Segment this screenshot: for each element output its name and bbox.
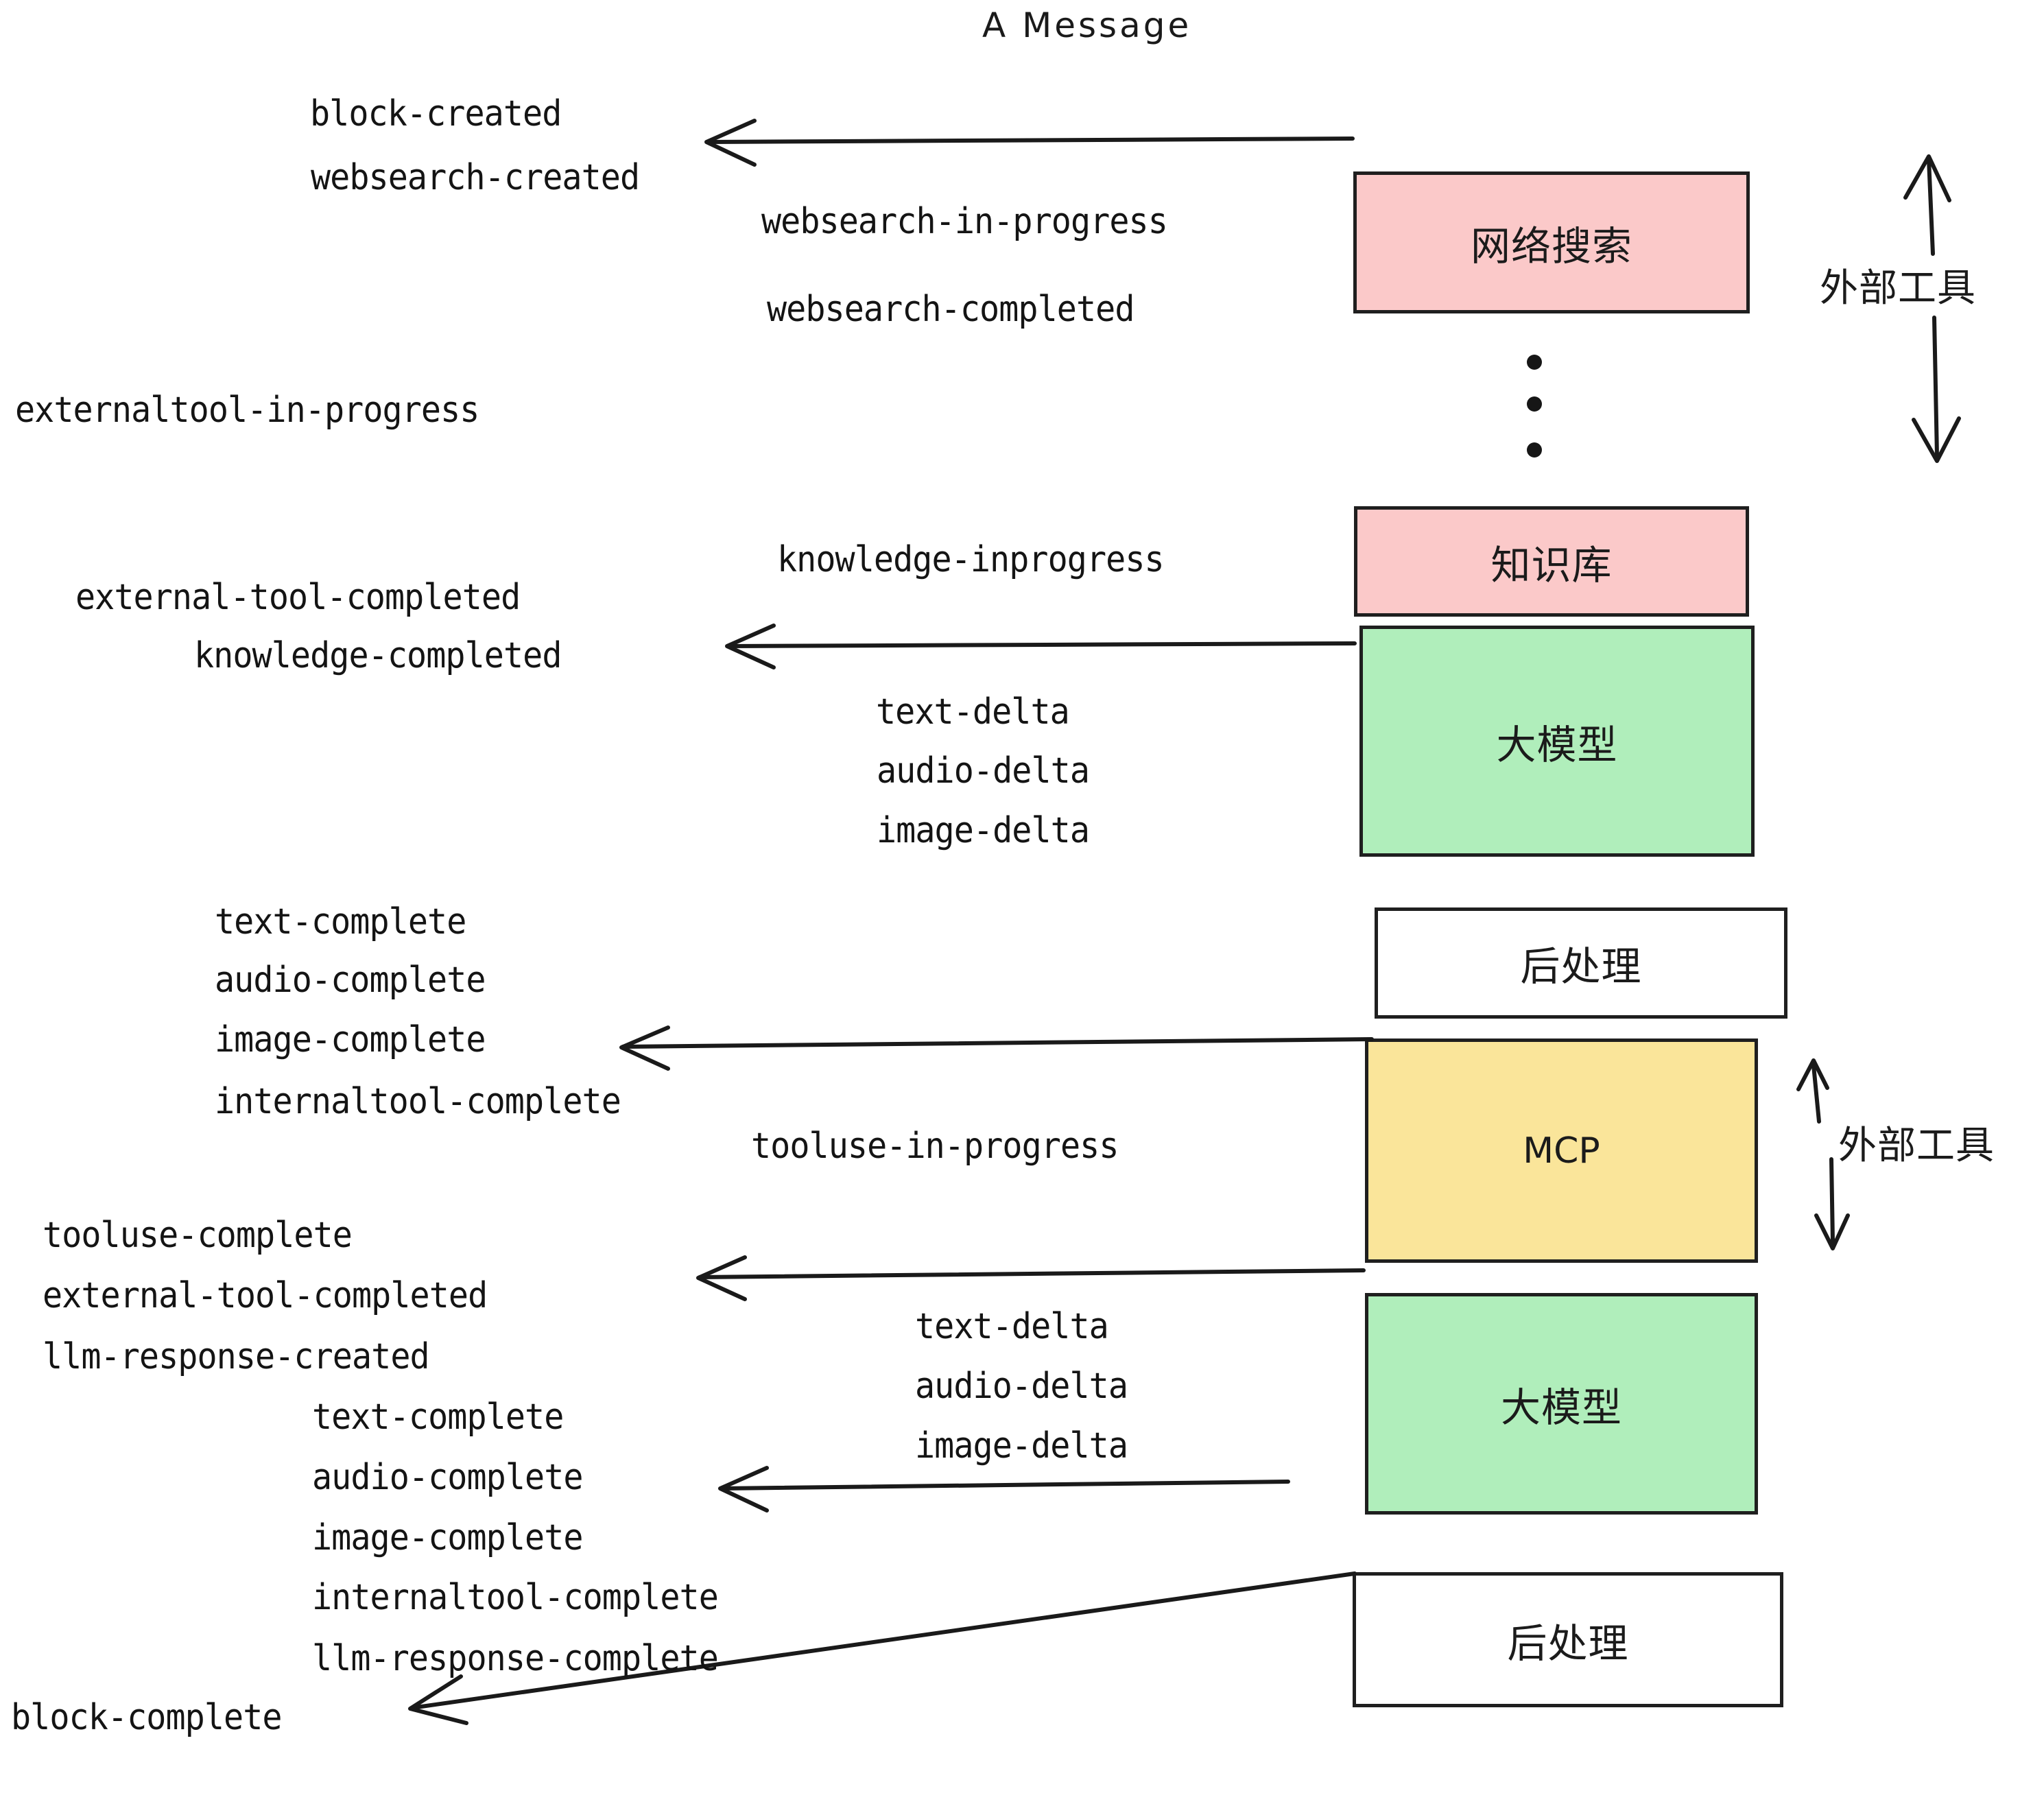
side-label-external-tool-top: 外部工具 [1820,266,1976,311]
node-llm-2-label: 大模型 [1500,1384,1622,1431]
event-label-text-complete-2: text-complete [312,1397,564,1438]
arrow-external-tool-top-up-line [1927,157,1935,256]
node-llm-1-label: 大模型 [1496,721,1618,768]
event-label-text-delta-1: text-delta [876,691,1070,733]
event-label-knowledge-completed: knowledge-completed [194,635,562,676]
event-label-image-delta-1: image-delta [877,810,1090,851]
node-websearch-label: 网络搜索 [1470,222,1632,270]
node-postprocess-1[interactable]: 后处理 [1375,907,1787,1019]
node-llm-2[interactable]: 大模型 [1365,1293,1758,1515]
event-label-image-delta-2: image-delta [915,1425,1128,1467]
arrow-postprocess2-head [408,1674,468,1725]
event-label-image-complete-1: image-complete [215,1019,486,1060]
event-label-internaltool-complete-2: internaltool-complete [312,1577,719,1618]
event-label-text-complete-1: text-complete [215,901,466,942]
event-label-llm-response-complete: llm-response-complete [312,1638,719,1679]
event-label-image-complete-2: image-complete [312,1517,584,1558]
arrow-postprocess1-to-events [621,1037,1374,1049]
node-postprocess-2-label: 后处理 [1507,1619,1629,1667]
ellipsis-dot-2 [1527,396,1542,412]
arrow-llm2-to-events [720,1480,1290,1491]
event-label-externaltool-in-progress: externaltool-in-progress [15,390,479,431]
node-postprocess-1-label: 后处理 [1520,943,1642,990]
event-label-websearch-created: websearch-created [311,157,640,198]
event-label-audio-complete-1: audio-complete [215,960,486,1001]
node-knowledgebase-label: 知识库 [1490,541,1613,589]
arrow-mcp-to-events [698,1268,1366,1279]
arrow-external-tool-mcp-up-head [1796,1058,1829,1091]
event-label-audio-delta-2: audio-delta [915,1366,1128,1407]
event-label-audio-delta-1: audio-delta [877,750,1090,792]
arrow-llm2-head [718,1466,769,1512]
arrow-postprocess1-head [619,1025,670,1071]
ellipsis-dot-3 [1527,442,1542,458]
node-knowledgebase[interactable]: 知识库 [1354,506,1749,617]
event-label-tooluse-in-progress: tooluse-in-progress [751,1126,1119,1167]
arrow-external-tool-top-up-head [1903,154,1951,202]
diagram-title: A Message [982,5,1192,45]
event-label-websearch-in-progress: websearch-in-progress [761,201,1168,242]
side-label-external-tool-mcp: 外部工具 [1838,1124,1995,1168]
arrow-external-tool-mcp-down-head [1814,1213,1850,1250]
arrow-knowledge-head [725,624,776,669]
node-postprocess-2[interactable]: 后处理 [1353,1572,1783,1707]
arrow-external-tool-top-down-line [1932,316,1939,458]
event-label-llm-response-created: llm-response-created [43,1336,430,1377]
event-label-tooluse-complete: tooluse-complete [43,1215,353,1256]
event-label-internaltool-complete-1: internaltool-complete [215,1081,621,1122]
event-label-text-delta-2: text-delta [915,1306,1109,1347]
ellipsis-dot-1 [1527,355,1542,370]
arrow-websearch-head [704,119,757,167]
node-llm-1[interactable]: 大模型 [1359,626,1755,857]
arrow-mcp-head [696,1255,747,1301]
event-label-websearch-completed: websearch-completed [767,289,1134,330]
arrow-knowledge-to-events [726,641,1357,648]
node-websearch[interactable]: 网络搜索 [1353,171,1750,313]
event-label-knowledge-inprogress: knowledge-inprogress [777,539,1165,580]
event-label-external-tool-completed: external-tool-completed [75,577,521,618]
event-label-audio-complete-2: audio-complete [312,1457,584,1498]
arrow-external-tool-mcp-up-line [1811,1063,1821,1124]
node-mcp[interactable]: MCP [1365,1039,1758,1263]
arrow-external-tool-mcp-down-line [1829,1157,1835,1244]
event-label-block-created: block-created [310,93,562,134]
arrow-external-tool-top-down-head [1912,416,1961,463]
arrow-websearch-to-events [706,137,1355,144]
event-label-block-complete: block-complete [11,1697,283,1738]
node-mcp-label: MCP [1523,1130,1600,1172]
event-label-external-tool-completed-2: external-tool-completed [43,1275,488,1316]
